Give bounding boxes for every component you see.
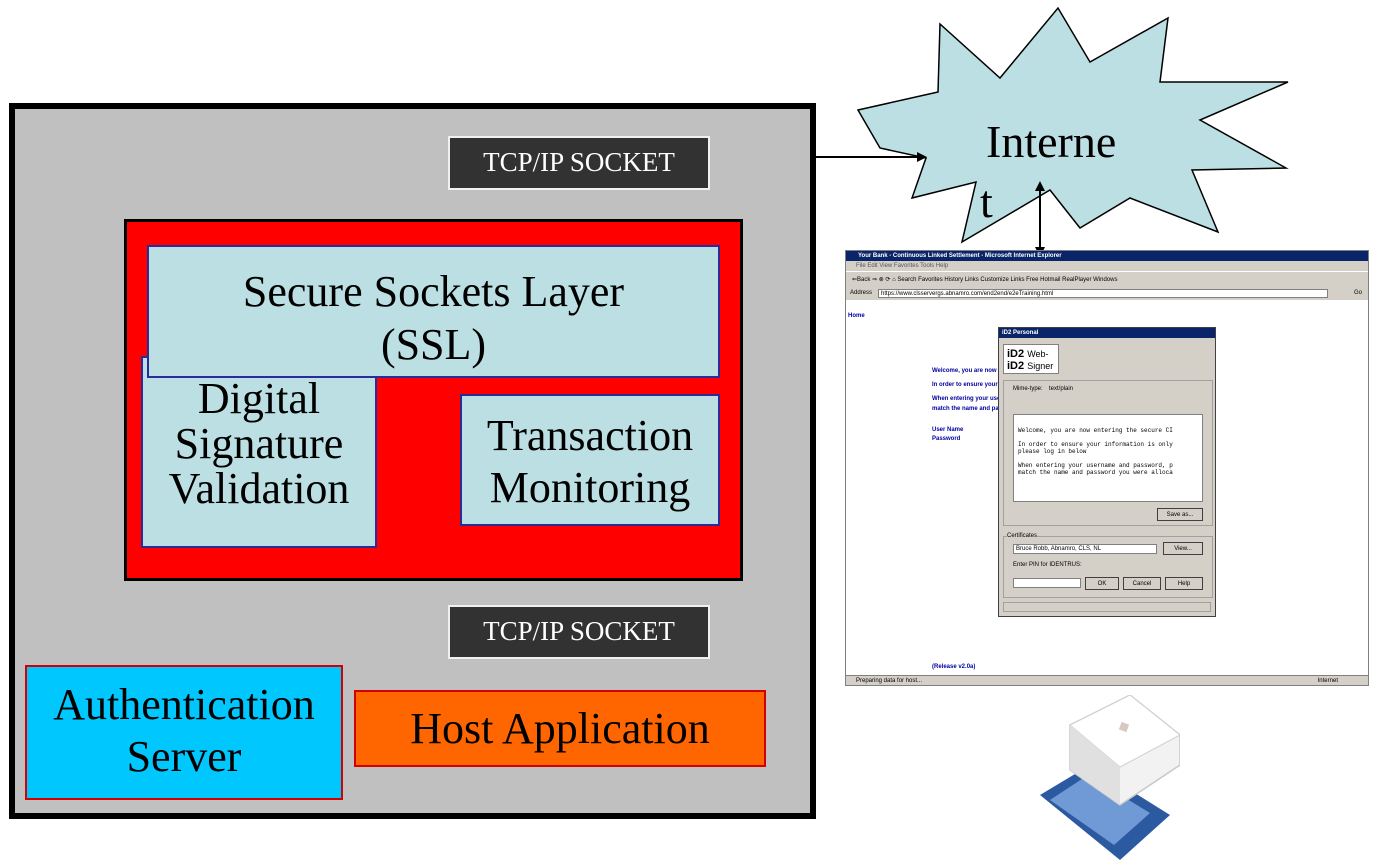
username-label: User Name — [932, 427, 964, 433]
mime-label: Mime-type: — [1013, 386, 1043, 392]
authentication-server-box: Authentication Server — [25, 665, 343, 800]
ok-button[interactable]: OK — [1085, 577, 1119, 590]
internet-line-1: Interne — [986, 116, 1117, 167]
go-button[interactable]: Go — [1353, 290, 1362, 296]
tm-line-2: Monitoring — [489, 463, 691, 512]
release-text: (Release v2.0a) — [932, 664, 976, 670]
dsv-line-1: Digital — [197, 374, 321, 423]
internet-label: Interne t — [948, 112, 1128, 232]
ssl-line-1: Secure Sockets Layer — [242, 267, 625, 316]
home-link[interactable]: Home — [848, 313, 865, 319]
browser-title-bar: Your Bank - Continuous Linked Settlement… — [846, 251, 1368, 261]
dialog-status-bar — [1003, 602, 1211, 612]
save-as-button[interactable]: Save as... — [1157, 508, 1203, 521]
password-label: Password — [932, 436, 961, 442]
view-button[interactable]: View... — [1163, 542, 1203, 555]
when-text: When entering your use — [932, 396, 1001, 402]
tcp-ip-socket-bottom: TCP/IP SOCKET — [448, 605, 710, 659]
pin-input[interactable] — [1013, 578, 1081, 588]
browser-status-bar: Preparing data for host... Internet — [846, 675, 1368, 685]
pin-label: Enter PIN for IDENTRUS: — [1013, 562, 1082, 568]
id2-logo-icon: iD2 Web- iD2 Signer — [1003, 344, 1059, 374]
order-text: In order to ensure your — [932, 382, 998, 388]
address-input[interactable]: https://www.clsservergs.abnamro.com/end2… — [878, 289, 1328, 298]
internet-cloud-shape — [856, 6, 1289, 244]
digital-signature-validation-box: Digital Signature Validation — [141, 356, 377, 548]
mime-value: text/plain — [1049, 386, 1074, 392]
status-text: Preparing data for host... — [856, 678, 923, 684]
tcp-ip-socket-top: TCP/IP SOCKET — [448, 136, 710, 190]
certificates-group — [1003, 536, 1213, 598]
ssl-box: Secure Sockets Layer (SSL) — [147, 245, 720, 378]
document-textarea[interactable]: Welcome, you are now entering the secure… — [1013, 414, 1203, 502]
auth-line-2: Server — [126, 732, 242, 781]
match-text: match the name and pa — [932, 406, 999, 412]
ssl-line-2: (SSL) — [380, 320, 487, 369]
internet-line-2: t — [980, 176, 993, 227]
browser-menu-bar[interactable]: File Edit View Favorites Tools Help — [846, 261, 1368, 271]
certificates-label: Certificates — [1007, 533, 1038, 539]
dialog-title: iD2 Personal — [999, 328, 1215, 338]
help-button[interactable]: Help — [1165, 577, 1203, 590]
certificate-select[interactable]: Bruce Robb, Abnamro, CLS, NL — [1013, 544, 1157, 554]
smart-card-reader-icon — [1040, 695, 1180, 860]
browser-address-bar: Address https://www.clsservergs.abnamro.… — [846, 287, 1368, 300]
id2-signer-dialog: iD2 Personal iD2 Web- iD2 Signer Mime-ty… — [998, 327, 1216, 617]
address-label: Address — [850, 290, 873, 296]
zone-text: Internet — [1317, 678, 1338, 684]
dsv-line-3: Validation — [168, 464, 350, 513]
tm-line-1: Transaction — [486, 411, 694, 460]
browser-toolbar[interactable]: ⇐Back ⇒ ⊗ ⟳ ⌂ Search Favorites History L… — [846, 271, 1368, 287]
host-application-box: Host Application — [354, 690, 766, 767]
auth-line-1: Authentication — [53, 680, 315, 729]
document-group — [1003, 380, 1213, 526]
welcome-text: Welcome, you are now — [932, 368, 997, 374]
cancel-button[interactable]: Cancel — [1123, 577, 1161, 590]
dsv-line-2: Signature — [174, 419, 344, 468]
transaction-monitoring-box: Transaction Monitoring — [460, 394, 720, 526]
